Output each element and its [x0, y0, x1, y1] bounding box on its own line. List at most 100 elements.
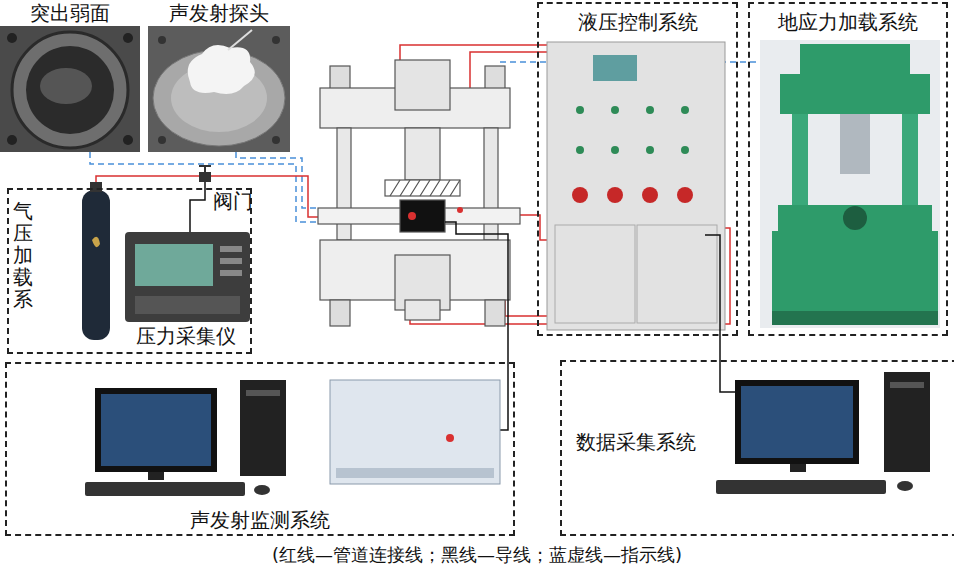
gas-cylinder [90, 182, 102, 192]
ae-probe-photo [228, 30, 252, 50]
figure-caption: (红线—管道连接线；黑线—导线；蓝虚线—指示线) [0, 544, 954, 566]
ae-computer [101, 394, 211, 466]
ae-probe-photo [148, 26, 290, 152]
hydraulic-cabinet [593, 55, 637, 81]
hydraulic-cabinet [547, 42, 725, 330]
loading-press-photo [760, 40, 940, 328]
valve-symbol [199, 166, 211, 172]
press-frame [330, 66, 350, 90]
press-frame [395, 60, 450, 110]
loading-press-photo [760, 40, 940, 328]
ae-computer [95, 388, 217, 472]
ae-probe-photo [272, 36, 280, 44]
loading-press-photo [772, 231, 938, 311]
press-frame [390, 180, 460, 196]
ae-probe-photo [158, 136, 166, 144]
node-label: 声发射探头 [148, 1, 290, 25]
system-group: 声发射监测系统 [5, 362, 515, 536]
data-computer [716, 372, 930, 494]
press-frame [457, 207, 463, 213]
press-frame [485, 300, 505, 326]
data-computer [884, 372, 930, 472]
hydraulic-cabinet [572, 187, 588, 203]
system-group: 地应力加载系统 [748, 2, 948, 336]
hydraulic-cabinet [555, 225, 635, 323]
data-computer [890, 382, 924, 388]
part-label: 阀门 [213, 189, 253, 213]
hydraulic-cabinet [547, 42, 725, 330]
loading-press-photo [772, 311, 938, 325]
hydraulic-cabinet [611, 106, 619, 114]
press-frame [330, 300, 350, 326]
data-computer [735, 380, 859, 464]
gas-cylinder [92, 237, 100, 247]
photo-panel: 突出弱面 [0, 0, 140, 152]
pressure-collector [220, 258, 242, 264]
ae-instrument [330, 380, 500, 484]
loading-press-photo [840, 114, 870, 174]
ae-computer [246, 390, 280, 396]
ae-probe-photo [272, 136, 280, 144]
pressure-collector [220, 270, 242, 276]
weak-face-photo [0, 26, 140, 152]
ae-probe-photo [188, 45, 255, 94]
press-frame [408, 212, 416, 220]
data-computer [897, 481, 913, 491]
system-group: 数据采集系统 [560, 360, 954, 536]
weak-face-photo [26, 46, 114, 134]
ae-instrument [336, 468, 494, 478]
ae-instrument [330, 380, 500, 484]
loading-press-photo [778, 205, 932, 231]
hydraulic-cabinet [637, 225, 717, 323]
ae-computer [254, 485, 270, 495]
hydraulic-cabinet [646, 146, 654, 154]
loading-press-photo [780, 74, 930, 114]
press-frame [405, 128, 440, 180]
ae-computer [148, 472, 164, 480]
hydraulic-cabinet [576, 146, 584, 154]
hydraulic-cabinet [607, 187, 623, 203]
signal-wire [705, 235, 735, 392]
press-frame [405, 300, 440, 320]
node-label: 压力采集仪 [120, 324, 252, 348]
indicator-line [90, 152, 318, 222]
ae-probe-photo [158, 36, 166, 44]
hydraulic-cabinet [646, 106, 654, 114]
hydraulic-cabinet [576, 106, 584, 114]
weak-face-photo [123, 135, 133, 145]
pressure-collector [220, 246, 242, 252]
ae-probe-photo [148, 26, 290, 152]
hydraulic-cabinet [642, 187, 658, 203]
weak-face-photo [12, 32, 128, 148]
weak-face-photo [123, 33, 133, 43]
hydraulic-cabinet [611, 146, 619, 154]
hydraulic-cabinet [681, 146, 689, 154]
device-box: 压力采集仪 [120, 228, 252, 352]
system-group: 液压控制系统 [537, 2, 738, 336]
ae-computer [240, 380, 286, 476]
press-frame [385, 180, 460, 196]
loading-press-photo [800, 44, 910, 74]
valve-symbol [199, 166, 211, 182]
hydraulic-cabinet [681, 106, 689, 114]
weak-face-photo [7, 135, 17, 145]
weak-face-photo [7, 33, 17, 43]
weak-face-photo [0, 26, 140, 152]
pressure-collector [125, 232, 250, 322]
gas-cylinder [82, 190, 110, 340]
data-computer [716, 480, 886, 494]
press-frame [485, 66, 505, 90]
node-label: 地应力加载系统 [750, 10, 946, 34]
wire-connector [719, 336, 721, 360]
valve-symbol [199, 172, 211, 182]
ae-computer [85, 482, 245, 496]
loading-press-photo [843, 206, 867, 230]
pressure-collector [135, 244, 213, 286]
data-computer [741, 386, 853, 458]
vertical-label: 气压加载系 [13, 200, 33, 310]
node-label: 突出弱面 [0, 1, 140, 25]
hydraulic-cabinet [677, 187, 693, 203]
